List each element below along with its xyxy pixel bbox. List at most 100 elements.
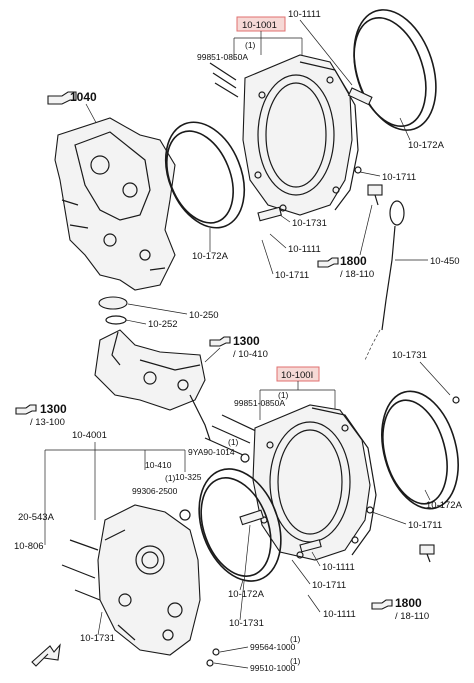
label-10-410-mid[interactable]: / 10-410	[233, 349, 268, 360]
label-qty-99510: (1)	[290, 656, 301, 666]
stud-bolts-top	[209, 62, 239, 98]
pipe-plug-component[interactable]	[367, 184, 383, 206]
dowel-pin-10-1731-bottom[interactable]	[239, 509, 265, 526]
label-99564-1000[interactable]: 99564-1000	[250, 642, 296, 652]
leader-10-172a-br	[424, 489, 431, 501]
label-9ya90-1014[interactable]: 9YA90-1014	[188, 447, 235, 457]
label-10-4001[interactable]: 10-4001	[72, 430, 107, 441]
gasket-10-252[interactable]	[105, 315, 127, 325]
dowel-pin-10-1731-mid[interactable]	[257, 206, 282, 222]
leader-10-1711-ml	[261, 239, 274, 275]
seal-10-1711-bottom-right[interactable]	[366, 506, 374, 514]
o-ring-10-172a-bottom-left[interactable]	[184, 458, 295, 593]
label-10-250[interactable]: 10-250	[189, 310, 219, 321]
label-10-1711-bottom[interactable]: 10-1711	[312, 580, 346, 591]
label-10-410-left[interactable]: 10-410	[145, 460, 172, 470]
leader-10-1711-b	[291, 559, 311, 585]
label-10-252[interactable]: 10-252	[148, 319, 178, 330]
label-10-1711-mid-left[interactable]: 10-1711	[275, 270, 309, 281]
bolt-99510[interactable]	[206, 659, 214, 667]
leader-10-1111-mid	[269, 233, 287, 249]
o-ring-10-172a-bottom-left-inner	[200, 477, 272, 577]
label-10-1111-top[interactable]: 10-1111	[288, 9, 321, 20]
label-18-110-bottom[interactable]: / 18-110	[395, 611, 429, 622]
label-10-172a-mid-left[interactable]: 10-172A	[192, 251, 229, 262]
dipstick-dash-line	[364, 329, 381, 361]
front-rotor-housing[interactable]	[242, 54, 359, 216]
leader-1300-mid	[204, 347, 221, 363]
pointing-hand-icon	[371, 599, 393, 610]
pointing-hand-icon	[317, 257, 339, 268]
leader-10-1731-r	[419, 361, 451, 396]
pointing-hand-icon	[209, 336, 231, 347]
leader-bracket-10-4001	[44, 442, 186, 545]
label-10-1111-bottom[interactable]: 10-1111	[323, 609, 356, 620]
label-13-100[interactable]: / 13-100	[30, 417, 65, 428]
label-10-1111-mid[interactable]: 10-1111	[288, 244, 321, 255]
o-ring-10-172a-bottom-right-inner	[382, 399, 448, 505]
label-qty-99564: (1)	[290, 634, 301, 644]
label-10-1711-bottom-right[interactable]: 10-1711	[408, 520, 442, 531]
label-10-806[interactable]: 10-806	[14, 541, 44, 552]
label-99510-1000[interactable]: 99510-1000	[250, 663, 296, 673]
leader-10-1711-tr	[359, 171, 381, 177]
label-front-housing[interactable]: 10-1001	[242, 20, 277, 31]
dowel-pin-10-1111-top[interactable]	[347, 87, 373, 106]
washer-9ya90[interactable]	[240, 453, 250, 463]
label-1800-bottom[interactable]: 1800	[395, 596, 422, 610]
label-10-1731-mid[interactable]: 10-1731	[292, 218, 327, 229]
o-ring-10-172a-mid-left-inner	[166, 130, 234, 224]
leader-10-1731-mid	[279, 214, 291, 223]
seal-10-1711-top-right[interactable]	[354, 166, 362, 174]
label-1040[interactable]: 1040	[70, 90, 97, 104]
leader-10-1111-br	[311, 551, 321, 567]
label-18-110-top[interactable]: / 18-110	[340, 269, 374, 280]
label-rear-housing[interactable]: 10-100I	[281, 370, 313, 381]
label-10-1111-bottom-right[interactable]: 10-1111	[322, 562, 355, 573]
leader-10-1111-top	[299, 19, 353, 86]
label-1300-mid[interactable]: 1300	[233, 334, 260, 348]
label-10-325[interactable]: 10-325	[175, 472, 202, 482]
label-99851-top[interactable]: 99851-0850A	[197, 52, 248, 62]
leader-10-1711-br	[371, 511, 407, 525]
fwd-arrow-icon	[31, 643, 61, 667]
dowel-pin-10-1111-bottom[interactable]	[299, 539, 322, 553]
leader-10-1111-b	[307, 594, 321, 613]
label-10-172a-top-right[interactable]: 10-172A	[408, 140, 445, 151]
leader-10-172a-bl	[239, 579, 244, 591]
pipe-plug-bottom[interactable]	[419, 544, 435, 563]
leader-10-1731-b	[239, 524, 251, 621]
dowel-10-1731-right[interactable]	[452, 396, 460, 404]
label-10-1731-bottom-left[interactable]: 10-1731	[80, 633, 115, 644]
label-1800-top[interactable]: 1800	[340, 254, 367, 268]
label-10-172a-bottom-left[interactable]: 10-172A	[228, 589, 265, 600]
stud-bolts-bottom	[204, 414, 259, 456]
label-10-1731-right[interactable]: 10-1731	[392, 350, 427, 361]
label-1300-left[interactable]: 1300	[40, 402, 67, 416]
stud-bolts-left	[61, 539, 101, 601]
rear-rotor-housing[interactable]	[252, 404, 377, 561]
label-10-172a-bottom-right[interactable]: 10-172A	[426, 500, 463, 511]
label-10-1731-bottom[interactable]: 10-1731	[229, 618, 264, 629]
label-10-450[interactable]: 10-450	[430, 256, 460, 267]
bolt-99564[interactable]	[212, 648, 220, 656]
leader-1800-top	[359, 204, 373, 256]
leader-bracket-bottom	[259, 381, 336, 420]
leader-10-250	[127, 303, 188, 315]
label-qty-99306: (1)	[165, 473, 176, 483]
oil-filler-pipe-assembly[interactable]	[94, 329, 211, 441]
front-cover-component[interactable]	[54, 117, 176, 291]
label-qty-top: (1)	[245, 40, 256, 50]
leader-10-1731-bl	[97, 611, 103, 636]
oil-dipstick-10-450[interactable]	[381, 200, 405, 331]
label-20-543a[interactable]: 20-543A	[18, 512, 55, 523]
label-99306-2500[interactable]: 99306-2500	[132, 486, 178, 496]
label-99851-low[interactable]: 99851-0850A	[234, 398, 285, 408]
leader-bottom-bolts	[213, 646, 249, 669]
sensor-10-325[interactable]	[179, 509, 191, 521]
leader-10-252	[125, 319, 147, 325]
rear-housing-cover-assembly[interactable]	[97, 504, 201, 656]
oil-filler-cap-10-250[interactable]	[98, 296, 128, 310]
label-10-1711-top-right[interactable]: 10-1711	[382, 172, 416, 183]
